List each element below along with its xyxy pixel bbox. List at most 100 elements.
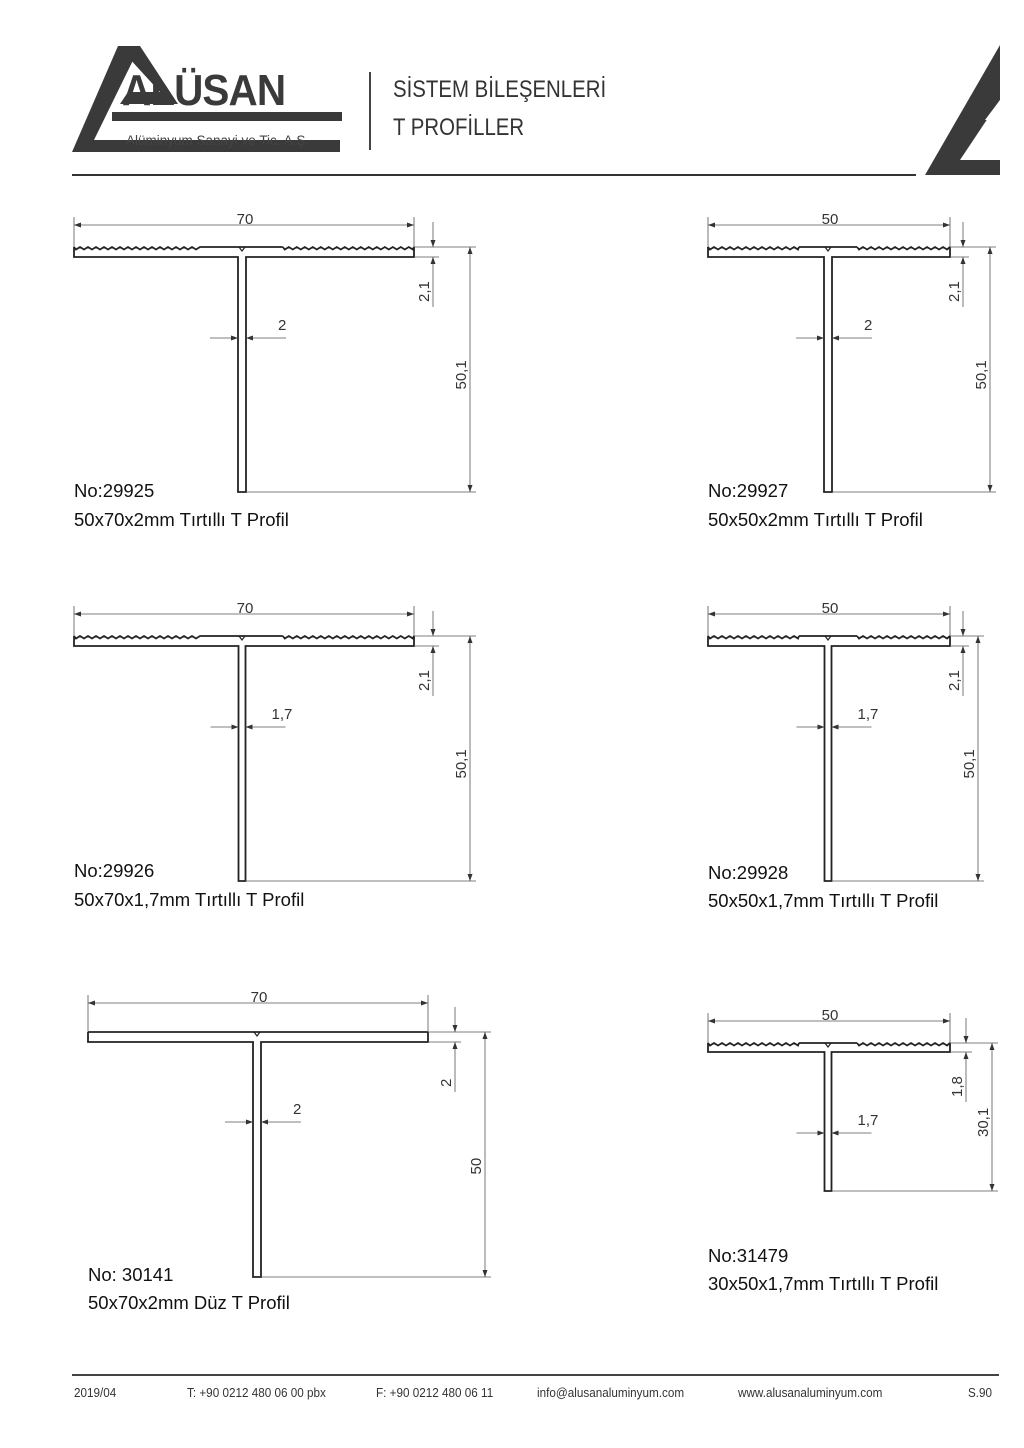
footer-email[interactable]: info@alusanaluminyum.com <box>537 1385 685 1400</box>
t-profile-drawing: 70 2 50 2 <box>87 989 491 1278</box>
t-profile-drawing: 502,150,12 <box>707 211 996 493</box>
dimension-arrow <box>467 636 473 643</box>
t-profile-drawing: 70 2,1 50,1 1,7 <box>73 600 476 882</box>
profile-name: 30x50x1,7mm Tırtıllı T Profil <box>708 1273 939 1294</box>
dimension-arrow <box>74 611 81 617</box>
dimension-arrow <box>943 611 950 617</box>
dimension-arrow <box>482 1032 488 1039</box>
dimension-arrow <box>943 1018 950 1024</box>
profile-number: No:29925 <box>74 480 155 501</box>
stem-thickness-label: 2 <box>293 1101 301 1118</box>
profile-outline <box>707 247 951 493</box>
dimension-arrow <box>430 646 436 653</box>
brand-name: ALÜSAN <box>122 66 286 115</box>
dimension-arrow <box>989 1184 995 1191</box>
profile-outline <box>87 1032 429 1278</box>
dimension-arrow <box>987 247 993 254</box>
t-profile-drawing: 70 2,1 50,1 2 <box>73 211 476 493</box>
flange-thickness-label: 2,1 <box>946 670 963 691</box>
width-label: 70 <box>237 211 254 228</box>
dimension-arrow <box>960 646 966 653</box>
stem-thickness-label: 2 <box>864 317 872 334</box>
dimension-arrow <box>960 257 966 264</box>
dimension-arrow <box>831 1130 839 1136</box>
dimension-arrow <box>989 1043 995 1050</box>
flange-thickness-label: 1,8 <box>949 1076 966 1097</box>
width-label: 70 <box>251 989 268 1006</box>
footer-divider <box>72 1374 999 1376</box>
section-subtitle: T PROFİLLER <box>393 114 525 141</box>
stem-thickness-label: 1,7 <box>858 1112 879 1129</box>
dimension-arrow <box>430 629 436 636</box>
dimension-arrow <box>708 611 715 617</box>
dimension-arrow <box>943 222 950 228</box>
dimension-arrow <box>452 1025 458 1032</box>
profile-name: 50x50x1,7mm Tırtıllı T Profil <box>708 890 939 911</box>
profile-outline <box>73 636 415 882</box>
dimension-arrow <box>708 222 715 228</box>
dimension-arrow <box>987 485 993 492</box>
dimension-arrow <box>963 1052 969 1059</box>
dimension-arrow <box>261 1119 268 1125</box>
stem-thickness-label: 1,7 <box>272 706 293 723</box>
dimension-arrow <box>245 724 253 730</box>
flange-top-surface <box>707 1041 951 1047</box>
flange-thickness-label: 2,1 <box>416 281 433 302</box>
dimension-arrow <box>430 257 436 264</box>
section-title: SİSTEM BİLEŞENLERİ <box>393 76 607 103</box>
width-label: 70 <box>237 600 254 617</box>
stem-thickness-label: 2 <box>278 317 286 334</box>
dimension-arrow <box>960 629 966 636</box>
width-label: 50 <box>822 1007 839 1024</box>
profile-name: 50x70x2mm Tırtıllı T Profil <box>74 509 289 530</box>
dimension-arrow <box>975 636 981 643</box>
dimension-arrow <box>246 1119 253 1125</box>
profile-outline <box>73 247 415 493</box>
dimension-arrow <box>467 485 473 492</box>
dimension-arrow <box>975 874 981 881</box>
dimension-arrow <box>960 240 966 247</box>
height-label: 50,1 <box>453 360 470 389</box>
dimension-arrow <box>246 335 253 341</box>
footer-phone: T: +90 0212 480 06 00 pbx <box>187 1385 326 1400</box>
height-label: 50,1 <box>961 749 978 778</box>
profile-name: 50x50x2mm Tırtıllı T Profil <box>708 509 923 530</box>
flange-top-surface <box>707 245 951 251</box>
width-label: 50 <box>822 600 839 617</box>
dimension-arrow <box>407 611 414 617</box>
height-label: 30,1 <box>975 1108 992 1137</box>
dimension-arrow <box>421 1000 428 1006</box>
height-label: 50,1 <box>453 749 470 778</box>
dimension-arrow <box>231 724 239 730</box>
footer-website[interactable]: www.alusanaluminyum.com <box>738 1385 883 1400</box>
profile-number: No: 30141 <box>88 1264 174 1285</box>
dimension-arrow <box>452 1042 458 1049</box>
profile-number: No:31479 <box>708 1245 789 1266</box>
dimension-arrow <box>467 874 473 881</box>
flange-thickness-label: 2,1 <box>946 281 963 302</box>
profile-name: 50x70x1,7mm Tırtıllı T Profil <box>74 889 305 910</box>
profile-name: 50x70x2mm Düz T Profil <box>88 1292 290 1313</box>
flange-thickness-label: 2,1 <box>416 670 433 691</box>
dimension-arrow <box>467 247 473 254</box>
stem-thickness-label: 1,7 <box>858 706 879 723</box>
dimension-arrow <box>74 222 81 228</box>
flange-thickness-label: 2 <box>438 1079 455 1087</box>
dimension-arrow <box>963 1036 969 1043</box>
footer-date: 2019/04 <box>74 1385 117 1400</box>
dimension-arrow <box>407 222 414 228</box>
brand-tagline: Alüminyum Sanayi ve Tic. A.Ş. <box>126 133 310 148</box>
dimension-arrow <box>817 1130 825 1136</box>
t-profile-drawing: 50 1,8 30,1 1,7 <box>707 1007 998 1192</box>
logo-graphic <box>72 45 1000 176</box>
dimension-arrow <box>817 724 825 730</box>
height-label: 50 <box>468 1158 485 1175</box>
dimension-arrow <box>482 1270 488 1277</box>
dimension-arrow <box>708 1018 715 1024</box>
dimension-arrow <box>832 335 839 341</box>
height-label: 50,1 <box>973 360 990 389</box>
dimension-arrow <box>831 724 839 730</box>
flange-top-surface <box>73 634 415 640</box>
dimension-arrow <box>430 240 436 247</box>
